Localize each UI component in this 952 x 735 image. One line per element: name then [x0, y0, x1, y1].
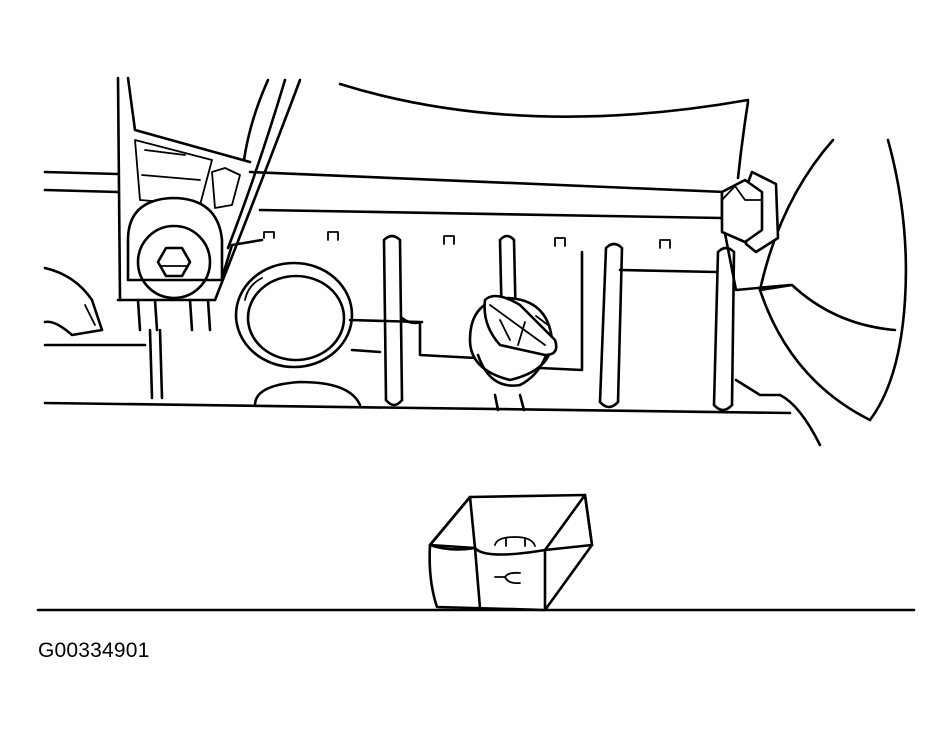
- right-body-contour: [738, 102, 906, 445]
- horizontal-rail: [45, 172, 725, 218]
- mounting-bracket: [118, 78, 300, 398]
- bracket-bolt-icon: [158, 248, 190, 276]
- round-port: [236, 263, 352, 367]
- upper-housing-curve: [340, 84, 748, 117]
- support-stand: [430, 495, 592, 610]
- left-partial-component: [45, 268, 102, 335]
- rail-bumps: [264, 232, 670, 248]
- cover-body: [45, 218, 790, 413]
- valve-plug: [470, 296, 556, 386]
- hex-bolt-icon: [722, 172, 778, 252]
- retaining-straps: [384, 236, 734, 410]
- figure-id-label: G00334901: [38, 639, 150, 662]
